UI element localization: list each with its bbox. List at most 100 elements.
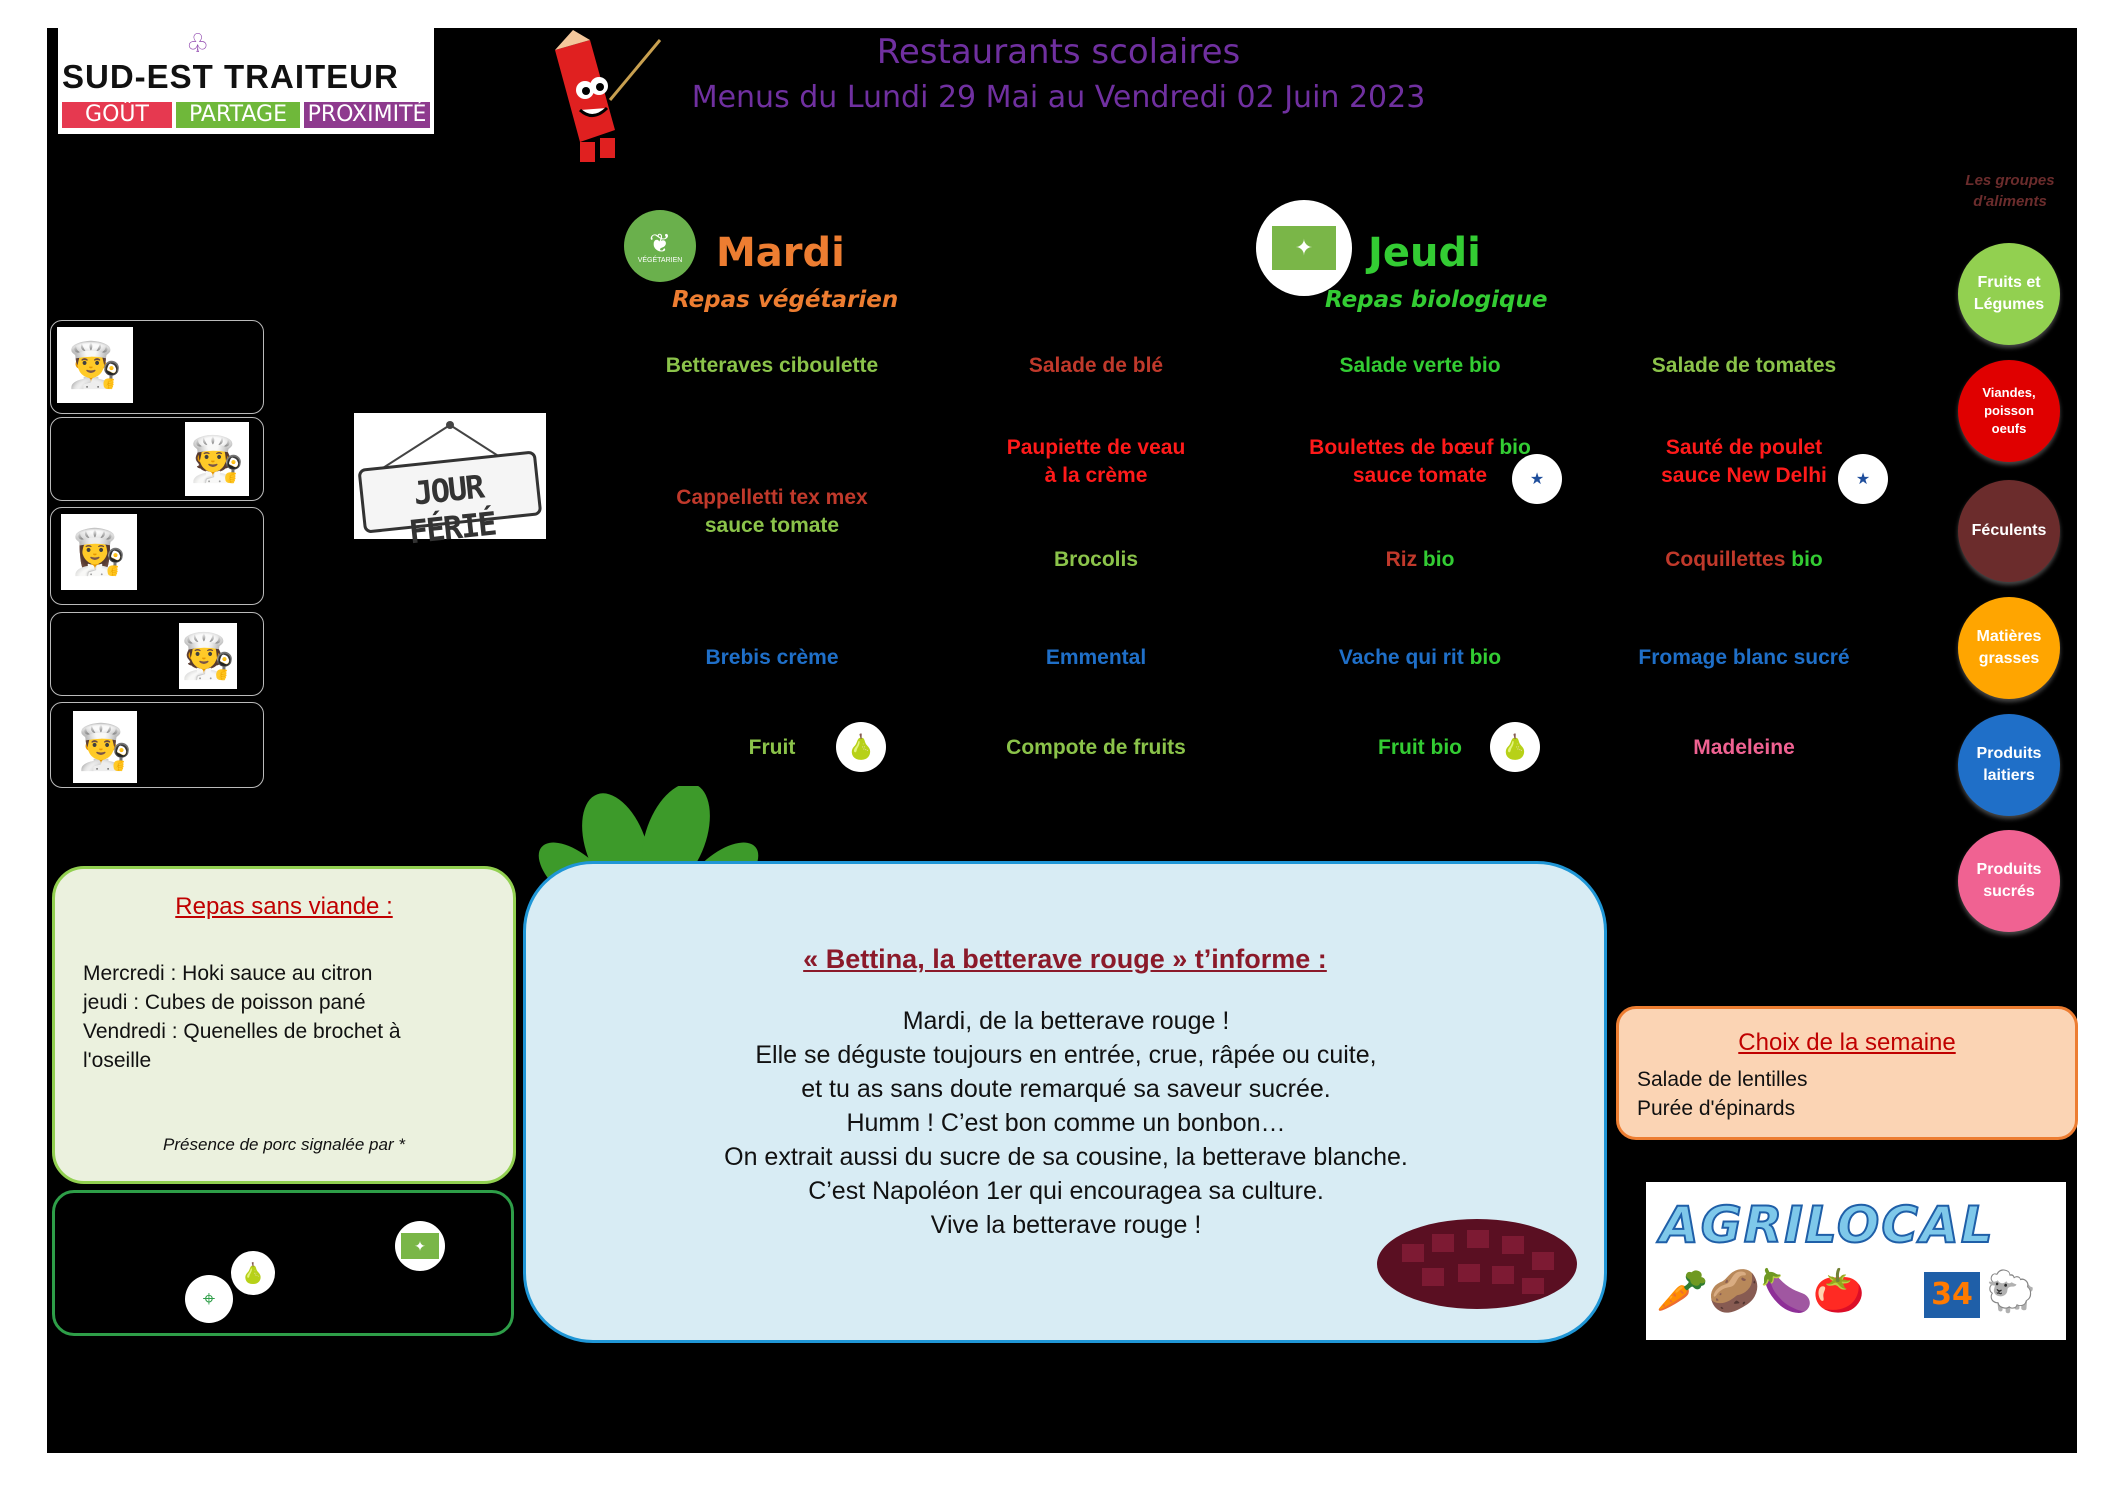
sans-viande-item: l'oseille xyxy=(83,1049,152,1072)
fromage-mardi: Brebis crème xyxy=(705,646,839,669)
food-groups-title: Les groupes d'aliments xyxy=(1965,172,2055,210)
french-poultry-label-icon: ★ xyxy=(1838,454,1888,504)
sans-viande-list: Mercredi : Hoki sauce au citron jeudi : … xyxy=(83,959,503,1075)
accomp-jeudi: Riz bio xyxy=(1385,548,1455,571)
sans-viande-item: Vendredi : Quenelles de brochet à xyxy=(83,1020,401,1043)
tag-proximite: PROXIMITÉ xyxy=(304,102,430,128)
entree-mercredi: Salade de blé xyxy=(1028,354,1164,377)
dessert-jeudi: Fruit bio xyxy=(1378,736,1463,759)
bio-label: bio xyxy=(1791,548,1823,571)
group-feculents: Féculents xyxy=(1958,480,2060,582)
eu-organic-leaf-icon: ✦ xyxy=(1272,226,1336,270)
diced-beets-icon xyxy=(1377,1219,1577,1309)
plat-jeudi: Boulettes de bœuf bio sauce tomate xyxy=(1270,434,1570,490)
sheep-icon: 🐑 xyxy=(1986,1270,2036,1314)
location-pin-icon: ⌖ xyxy=(185,1275,233,1323)
bio-label: bio xyxy=(1422,548,1455,571)
chef-icon: 👨‍🍳 xyxy=(57,327,133,403)
dessert-mercredi: Compote de fruits xyxy=(1006,736,1186,759)
info-text: Mardi, de la betterave rouge ! Elle se d… xyxy=(586,1004,1546,1242)
mardi-subtitle: Repas végétarien xyxy=(672,287,899,313)
choix-box: Choix de la semaine Salade de lentilles … xyxy=(1616,1006,2078,1140)
choix-list: Salade de lentilles Purée d'épinards xyxy=(1637,1065,1807,1123)
plat-vendredi-line1: Sauté de poulet xyxy=(1665,436,1823,459)
plat-mardi-line1: Cappelletti tex mex xyxy=(676,486,868,509)
vegetarian-badge: ❦ VÉGÉTARIEN xyxy=(624,210,696,282)
plat-mercredi-line1: Paupiette de veau xyxy=(1006,436,1186,459)
plat-jeudi-line2: sauce tomate xyxy=(1352,464,1488,487)
dessert-mardi: Fruit xyxy=(748,736,796,759)
page-title: Restaurants scolaires xyxy=(876,32,1241,72)
chef-box-2: 🧑‍🍳 xyxy=(50,417,264,501)
group-matieres-grasses: Matières grasses xyxy=(1958,597,2060,699)
sans-viande-item: Mercredi : Hoki sauce au citron xyxy=(83,962,373,985)
sans-viande-title: Repas sans viande : xyxy=(175,893,393,920)
agrilocal-logo: AGRILOCAL 🥕🥔🍆🍅 34 🐑 xyxy=(1646,1182,2066,1340)
fromage-mercredi: Emmental xyxy=(1045,646,1147,669)
accomp-vendredi: Coquillettes bio xyxy=(1665,548,1823,571)
info-box: « Bettina, la betterave rouge » t’inform… xyxy=(523,861,1607,1343)
dessert-vendredi: Madeleine xyxy=(1693,736,1795,759)
department-number: 34 xyxy=(1924,1272,1980,1318)
plat-mardi: Cappelletti tex mex sauce tomate xyxy=(622,484,922,540)
accomp-mercredi: Brocolis xyxy=(1053,548,1139,571)
choix-item: Salade de lentilles xyxy=(1637,1068,1808,1091)
bio-label: bio xyxy=(1469,646,1502,669)
info-line: Humm ! C’est bon comme un bonbon… xyxy=(846,1109,1286,1137)
chef-box-3: 👩‍🍳 xyxy=(50,507,264,605)
day-jeudi: Jeudi xyxy=(1368,230,1481,276)
info-line: Mardi, de la betterave rouge ! xyxy=(902,1007,1230,1035)
chef-icon: 👨‍🍳 xyxy=(73,711,137,783)
local-fruit-icon: 🍐 xyxy=(836,722,886,772)
pencil-mascot-icon xyxy=(555,30,662,162)
info-line: Elle se déguste toujours en entrée, crue… xyxy=(755,1041,1377,1069)
page-subtitle: Menus du Lundi 29 Mai au Vendredi 02 Jui… xyxy=(691,80,1426,115)
bio-label: bio xyxy=(1499,436,1531,459)
choix-item: Purée d'épinards xyxy=(1637,1097,1796,1120)
plat-mercredi: Paupiette de veau à la crème xyxy=(946,434,1246,490)
plat-vendredi: Sauté de poulet sauce New Delhi xyxy=(1594,434,1894,490)
porc-note: Présence de porc signalée par * xyxy=(163,1135,405,1154)
fromage-jeudi: Vache qui rit bio xyxy=(1338,646,1502,669)
tag-gout: GOÛT xyxy=(62,102,172,128)
group-fruits-legumes: Fruits et Légumes xyxy=(1958,243,2060,345)
local-fruit-icon: 🍐 xyxy=(1490,722,1540,772)
eu-organic-icon: ✦ xyxy=(395,1221,445,1271)
group-produits-laitiers: Produits laitiers xyxy=(1958,714,2060,816)
chef-box-4: 🧑‍🍳 xyxy=(50,612,264,696)
vegetables-icon: 🥕🥔🍆🍅 xyxy=(1656,1267,1866,1314)
plat-vendredi-line2: sauce New Delhi xyxy=(1661,464,1827,487)
sans-viande-box: Repas sans viande : Mercredi : Hoki sauc… xyxy=(52,866,516,1184)
plat-mardi-line2: sauce tomate xyxy=(704,514,840,537)
chef-box-1: 👨‍🍳 xyxy=(50,320,264,414)
agrilocal-label: AGRILOCAL xyxy=(1659,1195,1995,1255)
chef-box-5: 👨‍🍳 xyxy=(50,702,264,788)
chef-woman-icon: 👩‍🍳 xyxy=(61,514,137,590)
hanging-sign-icon xyxy=(358,421,542,533)
sud-est-traiteur-logo: ♧ SUD-EST TRAITEUR GOÛT PARTAGE PROXIMIT… xyxy=(58,28,434,134)
bio-label: bio xyxy=(1430,736,1463,759)
chef-icon: 🧑‍🍳 xyxy=(179,623,237,689)
jour-ferie-sign: JOUR FÉRIÉ xyxy=(354,413,546,551)
group-viandes: Viandes, poisson oeufs xyxy=(1958,360,2060,462)
info-line: C’est Napoléon 1er qui encouragea sa cul… xyxy=(808,1177,1324,1205)
info-line: On extrait aussi du sucre de sa cousine,… xyxy=(724,1143,1408,1171)
eu-organic-badge: ✦ xyxy=(1256,200,1352,296)
entree-jeudi: Salade verte bio xyxy=(1339,354,1501,377)
plat-mercredi-line2: à la crème xyxy=(1044,464,1148,487)
fromage-vendredi: Fromage blanc sucré xyxy=(1638,646,1850,669)
choix-title: Choix de la semaine xyxy=(1738,1029,1956,1056)
chef-hat-icon: ♧ xyxy=(186,28,210,58)
info-title: « Bettina, la betterave rouge » t’inform… xyxy=(803,944,1327,974)
jeudi-subtitle: Repas biologique xyxy=(1325,287,1548,313)
entree-mardi: Betteraves ciboulette xyxy=(665,354,879,377)
chef-icon: 🧑‍🍳 xyxy=(185,422,249,496)
group-produits-sucres: Produits sucrés xyxy=(1958,830,2060,932)
french-meat-label-icon: ★ xyxy=(1512,454,1562,504)
info-line: et tu as sans doute remarqué sa saveur s… xyxy=(801,1075,1331,1103)
plat-jeudi-line1: Boulettes de bœuf xyxy=(1309,436,1500,459)
local-fruit-icon: 🍐 xyxy=(231,1251,275,1295)
day-mardi: Mardi xyxy=(716,230,845,276)
sans-viande-item: jeudi : Cubes de poisson pané xyxy=(83,991,366,1014)
brand-name: SUD-EST TRAITEUR xyxy=(62,58,399,95)
